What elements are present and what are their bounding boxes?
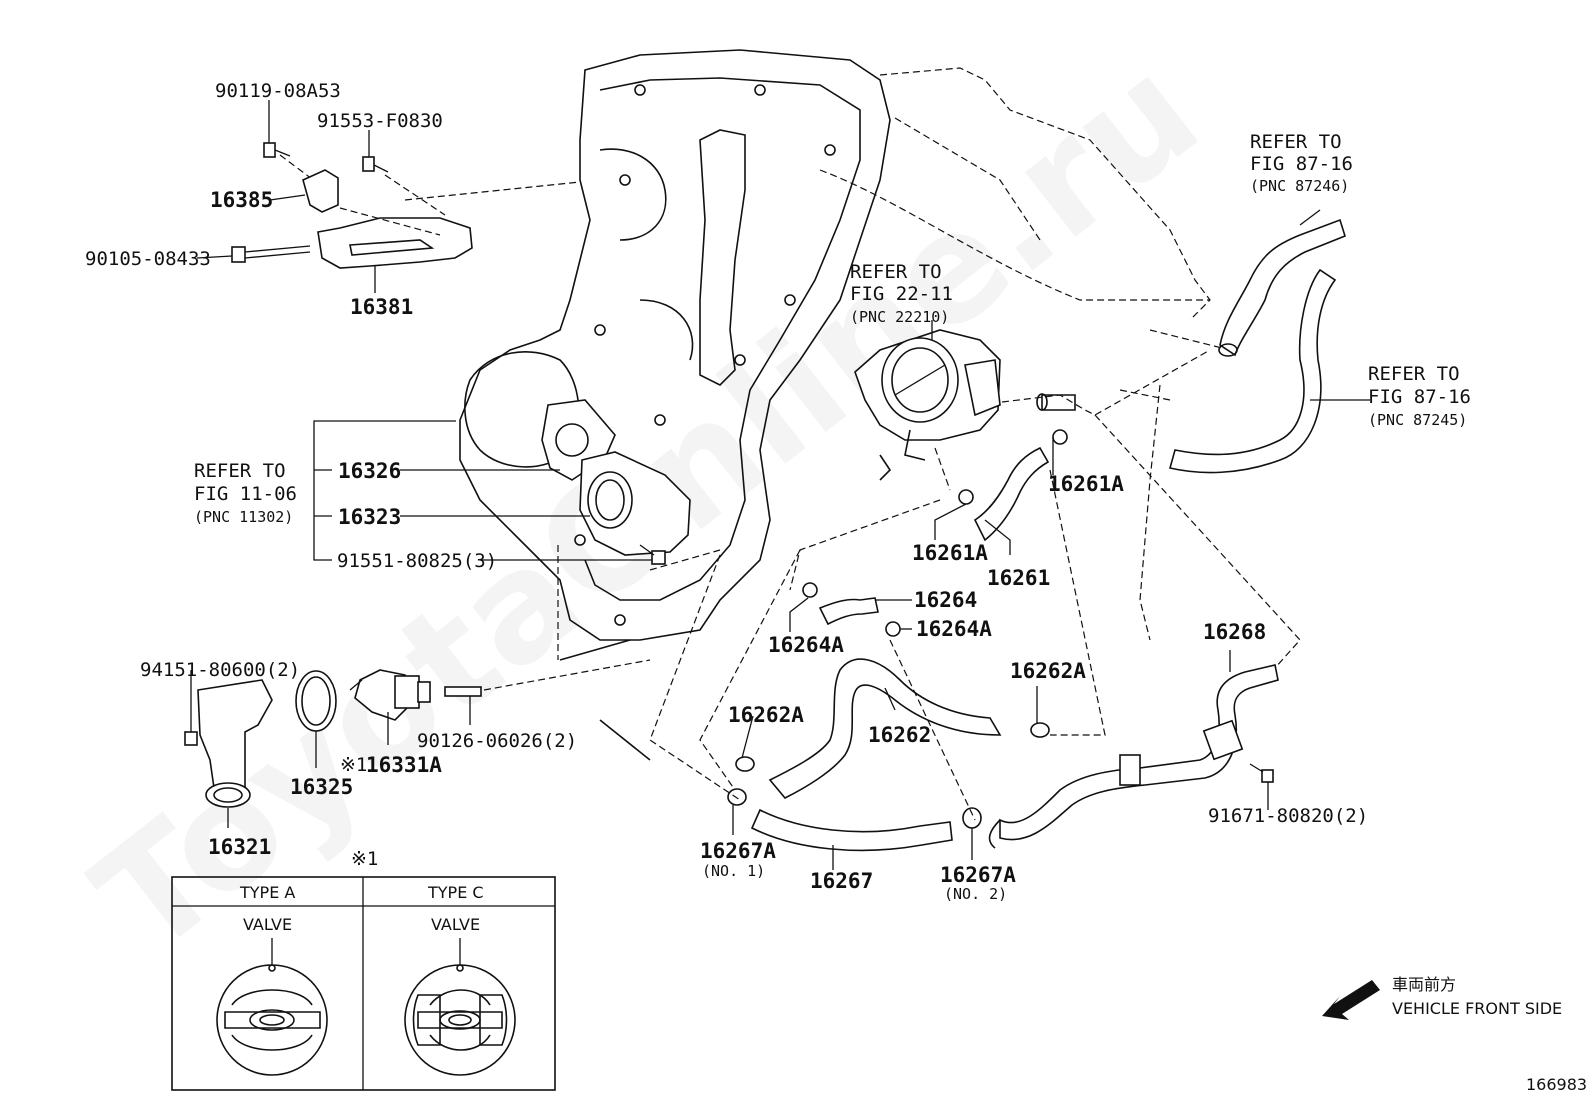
hoses [727, 218, 1346, 852]
engine-dashed-outline [819, 67, 1231, 641]
bolt-90119[interactable] [263, 142, 291, 158]
hose-87245[interactable] [1169, 268, 1337, 474]
hose-16262[interactable] [768, 658, 1002, 799]
label-16381: 16381 [350, 295, 413, 319]
label-16326: 16326 [338, 459, 401, 483]
refer-11-06-line1: REFER TO [194, 460, 286, 482]
type-c-valve-label: VALVE [431, 915, 480, 934]
hose-16261[interactable] [973, 446, 1050, 542]
refer-11-06-line2: FIG 11-06 [194, 483, 297, 505]
refer-22-11-line2: FIG 22-11 [850, 283, 953, 305]
refer-87-16-a-line2: FIG 87-16 [1250, 153, 1353, 175]
label-16261: 16261 [987, 566, 1050, 590]
label-16267a-no2: 16267A [940, 863, 1016, 887]
refer-87-16-b-line1: REFER TO [1368, 363, 1460, 385]
label-16323: 16323 [338, 505, 401, 529]
clamp-16267a-no2[interactable] [962, 807, 982, 829]
type-c-header: TYPE C [427, 883, 484, 902]
label-16267a-no1-sub: (NO. 1) [702, 862, 765, 880]
hose-16264[interactable] [818, 597, 879, 626]
hose-dashed-lines [649, 349, 1301, 821]
labels: 90119-08A53 91553-F0830 16385 90105-0843… [85, 80, 1471, 903]
label-90105-08433: 90105-08433 [85, 248, 211, 270]
refer-87-16-b-line3: (PNC 87245) [1368, 411, 1467, 429]
label-90126-06026: 90126-06026(2) [417, 730, 577, 752]
clamp-16261a-top[interactable] [1052, 429, 1068, 445]
type-a-valve-label: VALVE [243, 915, 292, 934]
type-c-valve-icon [404, 938, 516, 1076]
refer-87-16-b-line2: FIG 87-16 [1368, 386, 1471, 408]
refer-11-06-line3: (PNC 11302) [194, 508, 293, 526]
clamp-16267a-no1[interactable] [727, 788, 747, 806]
inlet-16321[interactable] [197, 679, 273, 796]
type-table-mark: ※1 [351, 848, 378, 870]
label-16385: 16385 [210, 188, 273, 212]
housing-16323[interactable] [579, 451, 691, 556]
label-91671-80820: 91671-80820(2) [1208, 805, 1368, 827]
type-table: ※1 TYPE A TYPE C VALVE VALVE [171, 848, 556, 1091]
thermostat-16331a[interactable] [349, 669, 431, 721]
label-16325: 16325 [290, 775, 353, 799]
clamp-16261a-bottom[interactable] [958, 489, 974, 505]
label-16264: 16264 [914, 588, 977, 612]
label-16262: 16262 [868, 723, 931, 747]
clamp-16262a-left[interactable] [735, 756, 755, 772]
vehicle-front-en: VEHICLE FRONT SIDE [1392, 999, 1562, 1018]
label-16331a: 16331A [366, 753, 442, 777]
hose-16267[interactable] [750, 808, 953, 852]
bracket-group [231, 142, 581, 269]
label-90119-08a53: 90119-08A53 [215, 80, 341, 102]
bolt-91671[interactable] [1249, 763, 1274, 783]
stud-90126[interactable] [444, 686, 482, 697]
vehicle-front-indicator: 車両前方 VEHICLE FRONT SIDE [1322, 975, 1562, 1020]
bolt-91553[interactable] [362, 156, 389, 173]
refer-87-16-a-line3: (PNC 87246) [1250, 177, 1349, 195]
hose-87246[interactable] [1219, 218, 1346, 357]
refer-87-16-a-line1: REFER TO [1250, 131, 1342, 153]
label-16262a-left: 16262A [728, 703, 804, 727]
label-16264a-left: 16264A [768, 633, 844, 657]
label-91553-f0830: 91553-F0830 [317, 110, 443, 132]
label-16331a-mark: ※1 [340, 754, 367, 776]
diagram-id: 166983 [1526, 1075, 1587, 1094]
label-16268: 16268 [1203, 620, 1266, 644]
type-a-valve-icon [216, 938, 328, 1076]
clamp-16262a-right[interactable] [1030, 722, 1050, 738]
throttle-body[interactable] [854, 329, 1001, 481]
label-16264a-right: 16264A [916, 617, 992, 641]
timing-cover-outline [459, 49, 891, 761]
label-16267a-no2-sub: (NO. 2) [944, 885, 1007, 903]
type-a-header: TYPE A [239, 883, 295, 902]
bolt-91551[interactable] [639, 544, 666, 565]
thermostat-group [184, 399, 721, 808]
refer-22-11-line3: (PNC 22210) [850, 308, 949, 326]
label-16321: 16321 [208, 835, 271, 859]
refer-22-11-line1: REFER TO [850, 261, 942, 283]
label-16261a-bottom: 16261A [912, 541, 988, 565]
label-16262a-right: 16262A [1010, 659, 1086, 683]
vehicle-front-jp: 車両前方 [1392, 975, 1456, 994]
label-16261a-top: 16261A [1048, 472, 1124, 496]
pipe-16268[interactable] [999, 664, 1279, 841]
label-16267a-no1: 16267A [700, 839, 776, 863]
leader-lines [190, 100, 1370, 870]
bracket-16385[interactable] [302, 169, 339, 213]
label-91551-80825: 91551-80825(3) [337, 550, 497, 572]
bolt-94151[interactable] [184, 731, 198, 746]
label-16267: 16267 [810, 869, 873, 893]
bolt-90105[interactable] [231, 245, 311, 263]
clamp-16264a-left[interactable] [802, 582, 818, 598]
label-94151-80600: 94151-80600(2) [140, 659, 300, 681]
front-arrow-icon [1322, 980, 1380, 1020]
clamp-16264a-right[interactable] [885, 621, 901, 637]
bracket-16381[interactable] [317, 217, 473, 269]
